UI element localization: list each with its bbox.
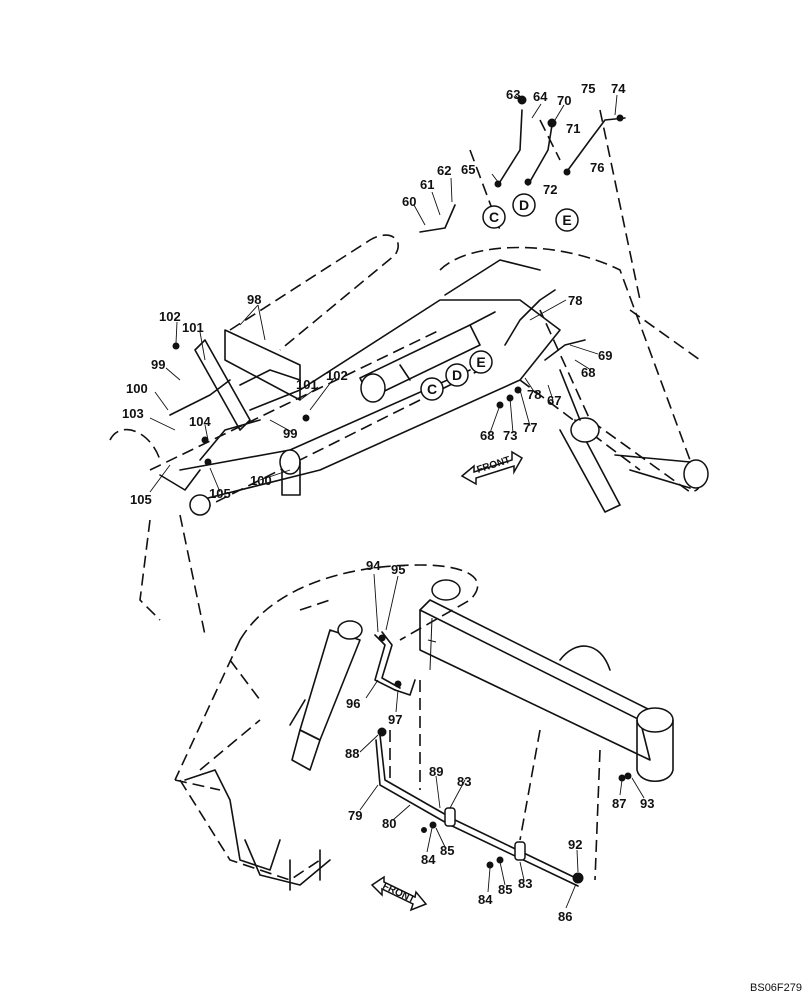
boom-foot <box>614 454 691 489</box>
callout-84-upper: 84 <box>421 852 436 867</box>
callout-75: 75 <box>581 81 595 96</box>
bucket-teeth <box>184 769 331 891</box>
callout-100-left: 100 <box>126 381 148 396</box>
top-leader-lines <box>149 94 618 493</box>
bottom-leader-dash <box>389 680 601 881</box>
front-arrow-top: FRONT <box>460 450 524 486</box>
circle-ref-d-top: D <box>512 193 536 217</box>
arm-cylinder <box>359 311 496 403</box>
callout-94: 94 <box>366 558 381 573</box>
bottom-leader-lines <box>359 573 645 909</box>
callout-89: 89 <box>429 764 443 779</box>
callout-62: 62 <box>437 163 451 178</box>
callout-99-left: 99 <box>151 357 165 372</box>
callout-87: 87 <box>612 796 626 811</box>
circle-ref-e-mid: E <box>469 350 493 374</box>
callout-68-lower: 68 <box>480 428 494 443</box>
callout-102-right: 102 <box>326 368 348 383</box>
callout-71: 71 <box>566 121 580 136</box>
svg-text:E: E <box>476 354 485 370</box>
callout-74: 74 <box>611 81 626 96</box>
front-label-bottom: FRONT <box>381 881 417 906</box>
callout-100-right: 100 <box>250 473 272 488</box>
callout-72: 72 <box>543 182 557 197</box>
top-assembly: FRONT C D E C D E <box>109 81 709 636</box>
svg-text:D: D <box>519 197 529 213</box>
boom-foot-pin <box>683 459 709 489</box>
callout-83-lower: 83 <box>518 876 532 891</box>
top-pipe-lines <box>169 109 626 461</box>
callout-96: 96 <box>346 696 360 711</box>
callout-63: 63 <box>506 87 520 102</box>
boom-cylinder <box>559 369 621 513</box>
front-arrow-bottom: FRONT <box>370 875 428 912</box>
callout-86: 86 <box>558 909 572 924</box>
callout-88: 88 <box>345 746 359 761</box>
callout-84-lower: 84 <box>478 892 493 907</box>
callout-85-lower: 85 <box>498 882 512 897</box>
callout-101-left: 101 <box>182 320 204 335</box>
bottom-clamps <box>377 634 632 884</box>
bottom-arm-beam <box>419 579 674 783</box>
bottom-callouts: 94 95 96 97 88 89 83 79 80 87 93 84 85 9… <box>345 558 654 924</box>
callout-105-right: 105 <box>209 486 231 501</box>
callout-77: 77 <box>523 420 537 435</box>
circle-ref-e-top: E <box>555 208 579 232</box>
callout-78-lower: 78 <box>527 387 541 402</box>
callout-61: 61 <box>420 177 434 192</box>
callout-101-right: 101 <box>296 377 318 392</box>
circle-ref-c-mid: C <box>420 377 444 401</box>
circle-ref-d-mid: D <box>445 363 469 387</box>
callout-103: 103 <box>122 406 144 421</box>
top-fittings <box>172 95 624 466</box>
callout-92: 92 <box>568 837 582 852</box>
svg-text:C: C <box>489 209 499 225</box>
callout-67: 67 <box>547 393 561 408</box>
callout-78-upper: 78 <box>568 293 582 308</box>
drawing-code: BS06F279 <box>750 982 802 994</box>
svg-text:D: D <box>452 367 462 383</box>
callout-98: 98 <box>247 292 261 307</box>
callout-69: 69 <box>598 348 612 363</box>
callout-97: 97 <box>388 712 402 727</box>
link-outline <box>469 109 701 471</box>
callout-79: 79 <box>348 808 362 823</box>
callout-83-upper: 83 <box>457 774 471 789</box>
callout-93: 93 <box>640 796 654 811</box>
boom-outline <box>439 246 701 493</box>
callout-99-right: 99 <box>283 426 297 441</box>
callout-60: 60 <box>402 194 416 209</box>
callout-80: 80 <box>382 816 396 831</box>
svg-text:C: C <box>427 381 437 397</box>
bottom-bucket-outline <box>179 599 331 881</box>
callout-68-right: 68 <box>581 365 595 380</box>
bottom-cylinder <box>289 620 363 771</box>
circle-ref-c-top: C <box>482 205 506 229</box>
callout-95: 95 <box>391 562 405 577</box>
bottom-assembly: FRONT 94 95 96 97 <box>174 558 674 924</box>
arm-beam <box>199 299 561 501</box>
callout-102-left: 102 <box>159 309 181 324</box>
callout-105-left: 105 <box>130 492 152 507</box>
svg-text:E: E <box>562 212 571 228</box>
callout-104: 104 <box>189 414 211 429</box>
callout-65: 65 <box>461 162 475 177</box>
callout-64: 64 <box>533 89 548 104</box>
top-callouts: 63 64 70 75 74 71 65 62 72 76 61 60 98 7… <box>122 81 626 507</box>
bottom-pipe-lines <box>374 631 581 887</box>
callout-85-upper: 85 <box>440 843 454 858</box>
callout-70: 70 <box>557 93 571 108</box>
callout-73: 73 <box>503 428 517 443</box>
arm-outline-upper <box>229 234 399 351</box>
bucket-outline <box>109 428 206 636</box>
bottom-boom-outline <box>174 564 479 791</box>
callout-76: 76 <box>590 160 604 175</box>
